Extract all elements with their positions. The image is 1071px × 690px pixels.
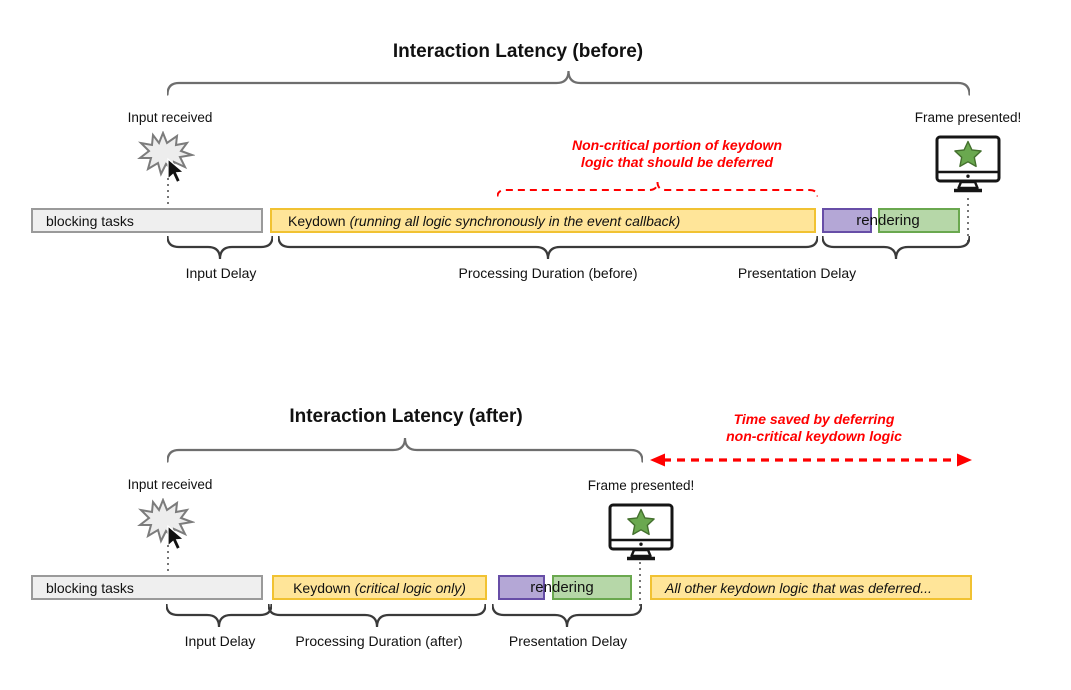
before-title: Interaction Latency (before) bbox=[392, 41, 644, 62]
after-input-delay-label: Input Delay bbox=[184, 633, 256, 649]
before-timeline: blocking tasks Keydown (running all logi… bbox=[0, 208, 1071, 233]
after-deferred-bar: All other keydown logic that was deferre… bbox=[650, 575, 972, 600]
before-input-received-label: Input received bbox=[127, 110, 213, 125]
before-latency-brace bbox=[167, 70, 970, 96]
before-red-annotation-line1: Non-critical portion of keydown bbox=[571, 137, 783, 153]
after-title: Interaction Latency (after) bbox=[289, 406, 523, 427]
star-icon bbox=[954, 140, 982, 168]
after-keydown-detail-text: (critical logic only) bbox=[354, 579, 466, 596]
after-red-annotation: Time saved by deferring non-critical key… bbox=[726, 411, 902, 444]
before-red-dashed-brace bbox=[497, 181, 818, 197]
before-frame-presented-label: Frame presented! bbox=[914, 110, 1022, 125]
before-keydown-bar: Keydown (running all logic synchronously… bbox=[270, 208, 816, 233]
before-monitor-icon bbox=[935, 135, 1001, 193]
before-paint-bar bbox=[878, 208, 960, 233]
before-style-layout-bar bbox=[822, 208, 872, 233]
after-latency-brace bbox=[167, 437, 643, 463]
burst-icon bbox=[137, 131, 195, 177]
after-input-received-label: Input received bbox=[127, 477, 213, 492]
before-input-dotted-line bbox=[167, 178, 169, 208]
after-blocking-tasks-bar: blocking tasks bbox=[31, 575, 263, 600]
star-icon bbox=[627, 508, 655, 536]
input-click-burst-icon bbox=[137, 498, 195, 551]
after-monitor-icon bbox=[608, 503, 674, 561]
after-blocking-tasks-text: blocking tasks bbox=[46, 579, 134, 596]
after-processing-label: Processing Duration (after) bbox=[295, 633, 463, 649]
after-deferred-text: All other keydown logic that was deferre… bbox=[665, 579, 932, 596]
after-paint-bar bbox=[552, 575, 632, 600]
before-keydown-text: Keydown bbox=[288, 212, 346, 229]
before-keydown-detail-text: (running all logic synchronously in the … bbox=[349, 212, 681, 229]
after-rendering-label: rendering bbox=[530, 579, 594, 596]
after-presentation-brace bbox=[492, 604, 642, 628]
after-keydown-text: Keydown bbox=[293, 579, 351, 596]
before-processing-label: Processing Duration (before) bbox=[458, 265, 638, 281]
input-click-burst-icon bbox=[137, 131, 195, 184]
after-processing-brace bbox=[268, 604, 486, 628]
before-rendering-label: rendering bbox=[856, 212, 920, 229]
after-red-annotation-line2: non-critical keydown logic bbox=[726, 427, 902, 444]
before-red-annotation: Non-critical portion of keydown logic th… bbox=[572, 137, 782, 170]
after-input-dotted-line bbox=[167, 545, 169, 575]
after-timeline: blocking tasks Keydown (critical logic o… bbox=[0, 575, 1071, 600]
before-frame-dotted-line bbox=[967, 198, 969, 242]
after-frame-presented-label: Frame presented! bbox=[587, 478, 695, 493]
after-red-annotation-line1: Time saved by deferring bbox=[733, 411, 895, 427]
burst-icon bbox=[137, 498, 195, 544]
before-presentation-label: Presentation Delay bbox=[737, 265, 857, 281]
before-processing-brace bbox=[278, 236, 818, 260]
before-blocking-tasks-text: blocking tasks bbox=[46, 212, 134, 229]
time-saved-arrow bbox=[650, 453, 972, 467]
after-input-delay-brace bbox=[166, 604, 272, 628]
after-presentation-label: Presentation Delay bbox=[508, 633, 628, 649]
after-style-layout-bar bbox=[498, 575, 545, 600]
before-presentation-brace bbox=[822, 236, 970, 260]
before-input-delay-brace bbox=[167, 236, 273, 260]
before-input-delay-label: Input Delay bbox=[185, 265, 257, 281]
after-keydown-bar: Keydown (critical logic only) bbox=[272, 575, 487, 600]
before-blocking-tasks-bar: blocking tasks bbox=[31, 208, 263, 233]
before-red-annotation-line2: logic that should be deferred bbox=[580, 153, 774, 170]
after-frame-dotted-line bbox=[639, 562, 641, 610]
